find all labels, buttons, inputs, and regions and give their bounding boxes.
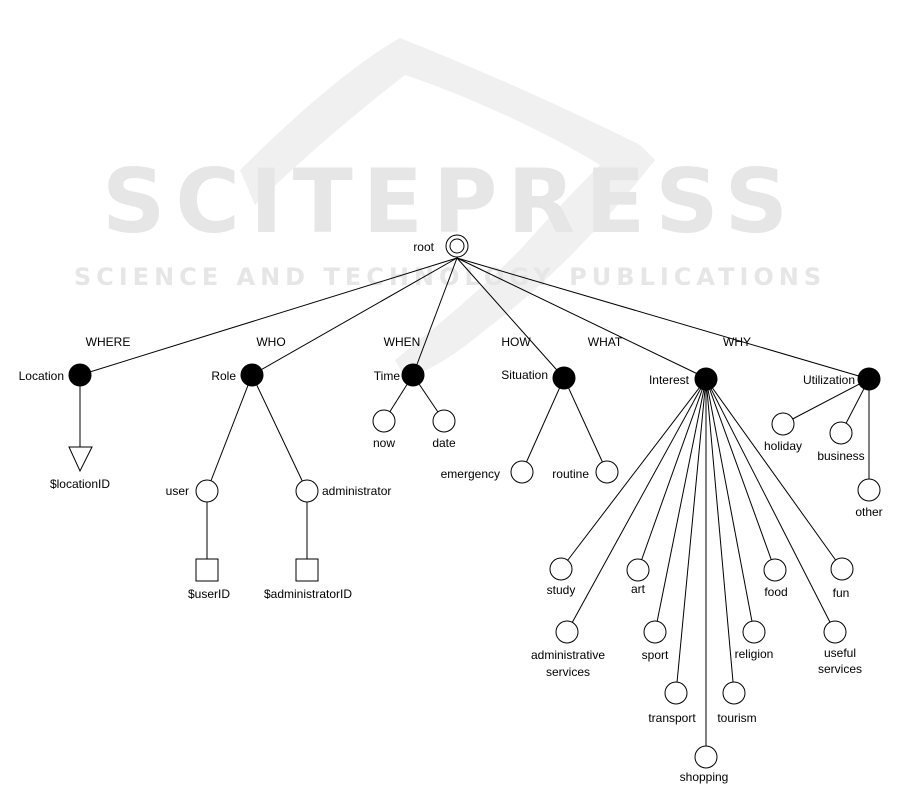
edges (79, 257, 870, 757)
now-node (372, 409, 396, 433)
location-param-triangle (68, 446, 93, 473)
tourism-label: tourism (717, 711, 756, 725)
situation-children: emergency routine (441, 460, 619, 484)
watermark-title: SCITEPRESS (102, 150, 798, 253)
user-param-label: $userID (188, 587, 230, 601)
user-param-square (195, 558, 219, 582)
role-children: user administrator $userID $administrato… (166, 479, 391, 601)
shopping-node (694, 745, 718, 769)
useful-services-node (823, 620, 847, 644)
religion-label: religion (735, 647, 774, 661)
holiday-node (771, 412, 795, 436)
utilization-children: holiday business other (764, 412, 883, 519)
holiday-label: holiday (764, 439, 802, 453)
edge-label-when: WHEN (384, 335, 421, 349)
location-children: $locationID (50, 446, 110, 491)
food-node (763, 558, 787, 582)
art-label: art (631, 582, 646, 596)
study-node (549, 557, 573, 581)
situation-label: Situation (501, 368, 548, 382)
role-node (240, 363, 264, 387)
routine-label: routine (552, 467, 589, 481)
root-label: root (413, 240, 434, 254)
dimension-edge-labels: WHERE WHO WHEN HOW WHAT WHY (86, 335, 751, 349)
situation-node (552, 366, 576, 390)
role-label: Role (211, 369, 236, 383)
date-label: date (432, 436, 456, 450)
useful-services-label-line2: services (818, 662, 862, 676)
location-label: Location (19, 369, 64, 383)
emergency-label: emergency (441, 467, 500, 481)
edge-label-what: WHAT (588, 335, 623, 349)
shopping-label: shopping (680, 770, 729, 784)
interest-label: Interest (649, 373, 690, 387)
business-node (829, 421, 853, 445)
useful-services-label-line1: useful (824, 646, 856, 660)
administrator-param-square (295, 558, 319, 582)
administrator-node (295, 479, 319, 503)
tourism-node (722, 681, 746, 705)
time-children: now date (372, 409, 456, 450)
root-node: root (413, 234, 469, 258)
interest-node (694, 367, 718, 391)
utilization-node (857, 367, 881, 391)
edge-label-where: WHERE (86, 335, 131, 349)
other-node (857, 478, 881, 502)
watermark-logo (240, 38, 655, 378)
religion-node (742, 620, 766, 644)
date-node (432, 409, 456, 433)
other-label: other (855, 505, 882, 519)
routine-node (595, 460, 619, 484)
dimension-nodes: Location Role Time Situation Interest Ut… (19, 363, 881, 391)
watermark: SCITEPRESS SCIENCE AND TECHNOLOGY PUBLIC… (74, 38, 826, 378)
fun-node (830, 557, 854, 581)
art-node (626, 558, 650, 582)
edge-label-why: WHY (723, 335, 751, 349)
time-node (401, 363, 425, 387)
administrator-param-label: $administratorID (264, 587, 352, 601)
transport-label: transport (648, 711, 696, 725)
business-label: business (817, 449, 864, 463)
fun-label: fun (833, 586, 850, 600)
administrative-services-label-line1: administrative (531, 648, 605, 662)
user-label: user (166, 484, 189, 498)
location-node (68, 363, 92, 387)
now-label: now (373, 436, 395, 450)
transport-node (664, 681, 688, 705)
edge-label-who: WHO (256, 335, 285, 349)
study-label: study (547, 583, 576, 597)
edge-label-how: HOW (501, 335, 531, 349)
watermark-subtitle: SCIENCE AND TECHNOLOGY PUBLICATIONS (74, 263, 826, 291)
administrative-services-label-line2: services (546, 665, 590, 679)
time-label: Time (374, 369, 401, 383)
interest-children: study administrative services transport … (531, 557, 862, 784)
sport-node (643, 620, 667, 644)
emergency-node (510, 460, 534, 484)
location-param-label: $locationID (50, 477, 110, 491)
user-node (195, 479, 219, 503)
administrative-services-node (555, 620, 579, 644)
food-label: food (764, 585, 787, 599)
utilization-label: Utilization (803, 373, 855, 387)
sport-label: sport (642, 648, 669, 662)
administrator-label: administrator (322, 484, 391, 498)
